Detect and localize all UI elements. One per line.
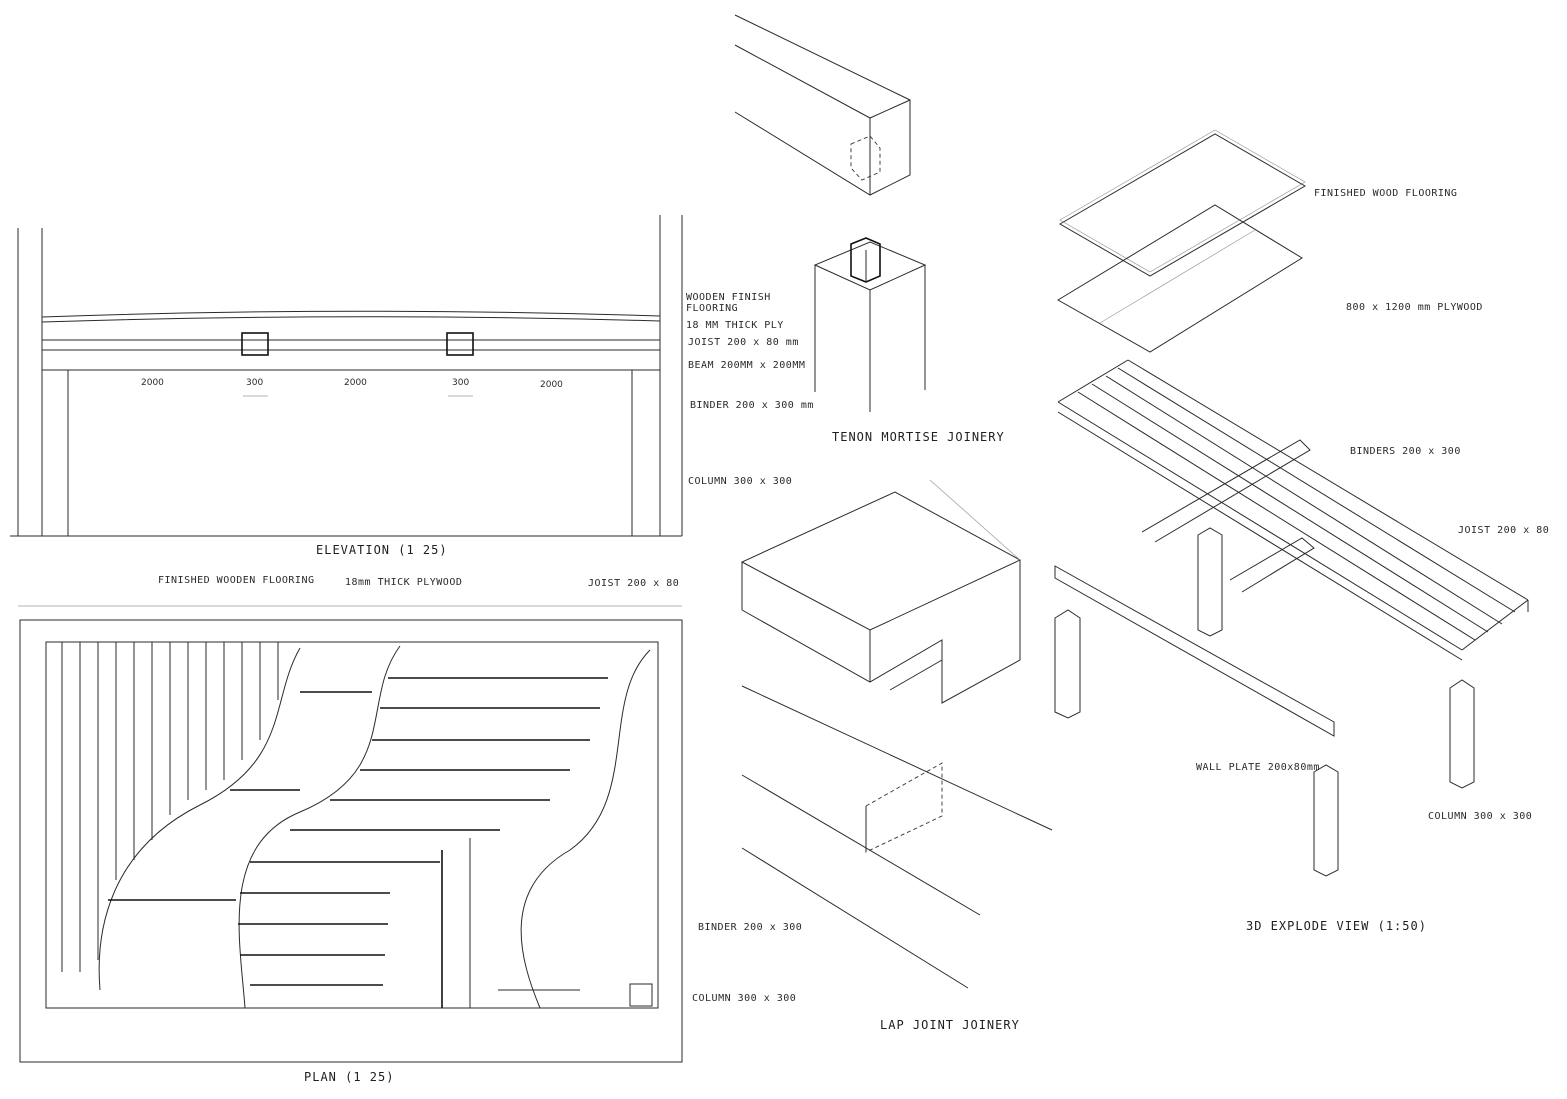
explode-callout-binders: BINDERS 200 x 300 (1350, 446, 1461, 457)
lap-guide (929, 479, 1021, 561)
lap-joint-drawing (740, 479, 1053, 989)
joists (108, 677, 608, 986)
plan-callout-binder: BINDER 200 x 300 (698, 922, 803, 933)
binder-section-2 (446, 332, 474, 356)
lap-notch-hidden (865, 762, 943, 853)
plan-callout-flooring: FINISHED WOODEN FLOORING (158, 575, 315, 586)
explode-callout-column: COLUMN 300 x 300 (1428, 811, 1533, 822)
plan-title: PLAN (1 25) (304, 1070, 395, 1084)
plan-outer-wall (19, 619, 683, 1063)
lap-upper-top (740, 491, 1022, 631)
explode-joists (1057, 359, 1529, 661)
explode-callout-ply: 800 x 1200 mm PLYWOOD (1346, 302, 1483, 313)
ply-layer (1057, 204, 1303, 353)
flooring-edge-curve (98, 647, 301, 991)
flooring-line (41, 310, 661, 318)
elevation-dim: 2000 (141, 378, 164, 388)
elevation-dim: 2000 (540, 380, 563, 390)
mortise-hidden (850, 135, 881, 181)
plan-callout-ply: 18mm THICK PLYWOOD (345, 577, 463, 588)
wall-plate (1054, 565, 1335, 737)
ply-seam (1099, 229, 1256, 324)
plan-drawing (18, 605, 683, 1063)
ply-line (41, 316, 661, 323)
lap-lower-edge-3 (741, 847, 969, 989)
elevation-callout-flooring: WOODEN FINISH (686, 292, 771, 303)
elevation-dim: 300 (246, 378, 264, 388)
lap-upper-face (741, 560, 1021, 704)
explode-callout-flooring: FINISHED WOOD FLOORING (1314, 188, 1458, 199)
lap-lower-edge-2 (741, 774, 981, 916)
elevation-drawing (10, 215, 683, 537)
elevation-callout-ply: 18 MM THICK PLY (686, 320, 784, 331)
lap-notch-line (889, 659, 943, 691)
elevation-title: ELEVATION (1 25) (316, 543, 448, 557)
binder-2 (1229, 537, 1315, 593)
column-top (813, 241, 927, 291)
lap-joint-title: LAP JOINT JOINERY (880, 1018, 1020, 1032)
binder-section-1 (241, 332, 269, 356)
floor-layer (1059, 129, 1306, 273)
beam-upper (734, 14, 911, 196)
elevation-dim: 2000 (344, 378, 367, 388)
plan-column (629, 983, 653, 1007)
tenon (850, 237, 881, 283)
explode-callout-wall-plate: WALL PLATE 200x80mm (1196, 762, 1320, 773)
beam-edge-2 (869, 99, 911, 119)
elevation-callout-column: COLUMN 300 x 300 (688, 476, 793, 487)
plywood-edge-curve (238, 645, 401, 1009)
elevation-callout-beam: BEAM 200MM x 200MM (688, 360, 806, 371)
elevation-callout-joist: JOIST 200 x 80 mm (688, 337, 799, 348)
elevation-callout-binder: BINDER 200 x 300 mm (690, 400, 814, 411)
elevation-dim: 300 (452, 378, 470, 388)
binder-1 (1141, 439, 1311, 543)
explode-drawing (1054, 129, 1529, 877)
floorboards (61, 642, 279, 972)
lap-lower-edge-1 (741, 685, 1053, 831)
explode-columns (1054, 527, 1475, 877)
explode-callout-joist: JOIST 200 x 80 (1458, 525, 1550, 536)
elevation-callout-flooring-2: FLOORING (686, 303, 739, 314)
explode-title: 3D EXPLODE VIEW (1:50) (1246, 919, 1427, 933)
joist-edge-curve (520, 649, 651, 1009)
tenon-mortise-drawing (734, 14, 927, 412)
plan-callout-joist: JOIST 200 x 80 (588, 578, 680, 589)
plan-inner-edge (45, 641, 659, 1009)
beam-edge (734, 44, 871, 119)
plan-callout-column: COLUMN 300 x 300 (692, 993, 797, 1004)
floor-layer-outline (1059, 133, 1306, 277)
tenon-mortise-title: TENON MORTISE JOINERY (832, 430, 1005, 444)
